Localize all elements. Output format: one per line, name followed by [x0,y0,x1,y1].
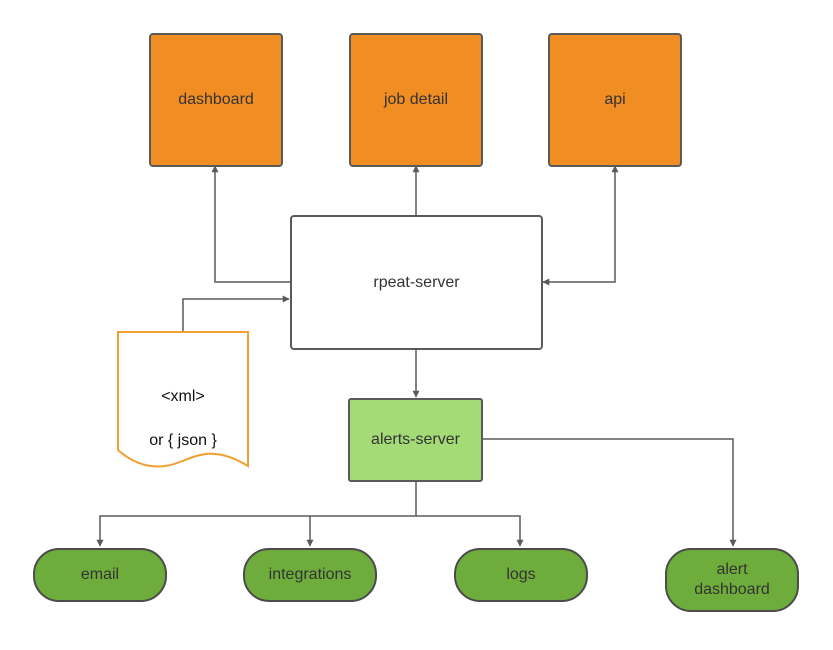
rpeat-server-label: rpeat-server [373,273,460,291]
connector-alerts-to-logs [416,515,524,547]
dashboard-box: dashboard [149,33,283,167]
integrations-label: integrations [268,566,352,583]
connector-alerts-to-alert-dashboard [483,438,737,547]
alerts-server-box: alerts-server [348,398,483,482]
connector-rpeat-to-api [542,165,619,286]
dashboard-label: dashboard [178,91,254,108]
document-line-json: or { json } [149,432,217,449]
document-label: <xml> or { json } [117,364,249,474]
job-detail-label: job detail [383,91,449,108]
logs-pill: logs [454,548,588,602]
document-shape [117,331,249,468]
connector-document-to-rpeat [182,295,290,332]
email-label: email [80,566,120,583]
integrations-pill: integrations [243,548,377,602]
api-label: api [604,91,626,108]
alert-dashboard-pill: alert dashboard [665,548,799,612]
document-line-xml: <xml> [161,388,205,405]
alerts-server-label: alerts-server [371,431,460,448]
email-pill: email [33,548,167,602]
connector-alerts-to-bus [96,481,417,547]
api-box: api [548,33,682,167]
rpeat-server-box: rpeat-server [290,215,543,350]
alert-dashboard-label: alert dashboard [694,561,770,598]
connector-rpeat-to-dashboard [211,165,291,283]
job-detail-box: job detail [349,33,483,167]
logs-label: logs [506,566,536,583]
